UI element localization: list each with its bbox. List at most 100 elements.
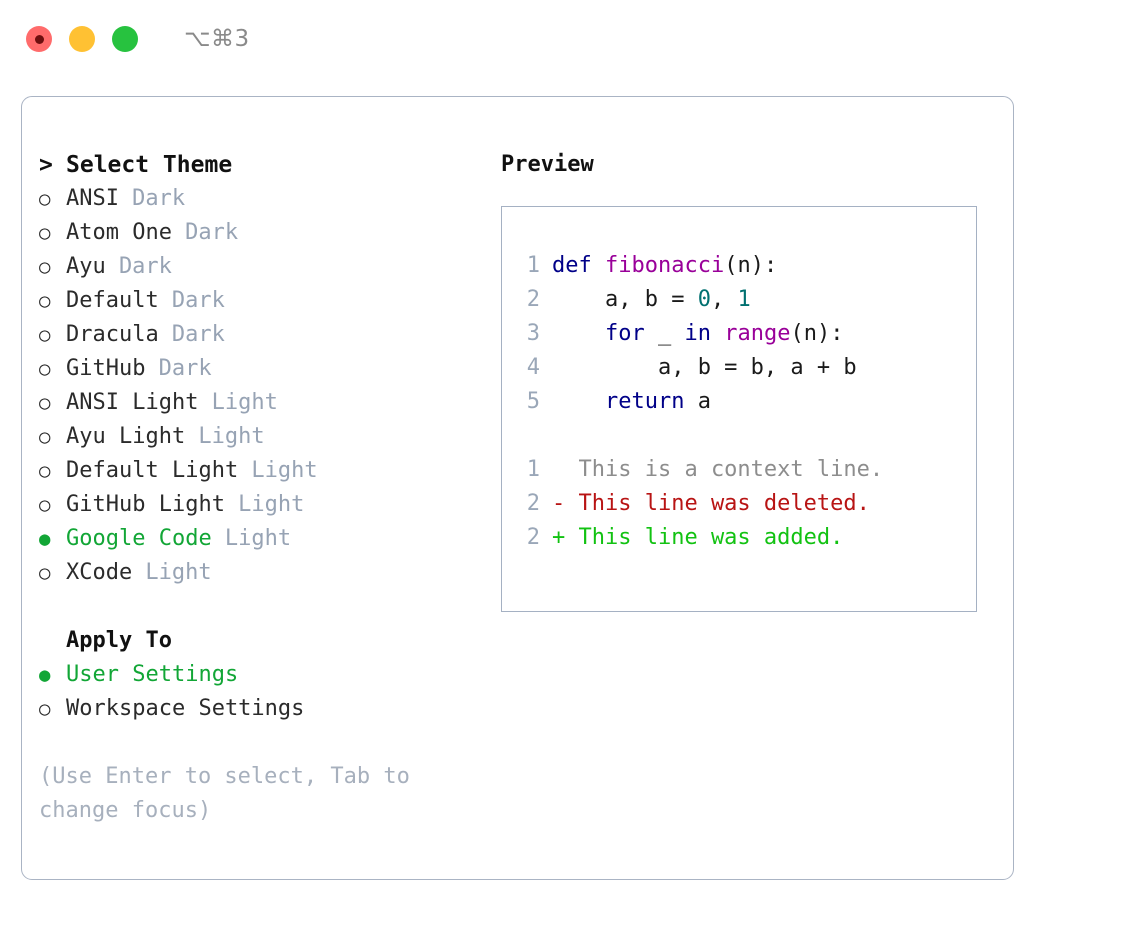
theme-option-label: Atom One xyxy=(66,220,172,245)
close-button-icon[interactable] xyxy=(26,26,52,52)
code-token xyxy=(552,385,605,419)
line-number: 4 xyxy=(526,355,540,380)
line-number: 2 xyxy=(526,525,540,550)
theme-option-google-code[interactable]: ● Google Code Light xyxy=(39,522,499,556)
code-token: return xyxy=(604,389,685,414)
radio-unselected-icon: ○ xyxy=(39,698,51,720)
code-token: , xyxy=(710,287,738,312)
code-token: + This line was added. xyxy=(552,525,844,550)
maximize-button-icon[interactable] xyxy=(112,26,138,52)
radio-unselected-icon: ○ xyxy=(39,494,51,516)
code-token: a xyxy=(684,389,711,414)
code-token: This is a context line. xyxy=(552,457,884,482)
theme-option-ayu[interactable]: ○ Ayu Dark xyxy=(39,250,499,284)
code-token: - This line was deleted. xyxy=(552,491,870,516)
prompt-caret-icon: > xyxy=(39,152,53,178)
radio-unselected-icon: ○ xyxy=(39,460,51,482)
theme-option-ayu-light[interactable]: ○ Ayu Light Light xyxy=(39,420,499,454)
select-theme-heading-label: Select Theme xyxy=(66,152,233,178)
code-token: range xyxy=(724,321,791,346)
code-token: for xyxy=(604,321,645,346)
theme-variant-tag: Light xyxy=(238,492,305,517)
theme-option-label: GitHub xyxy=(66,356,146,381)
diff-line: 1 This is a context line. xyxy=(502,453,976,487)
theme-option-label: ANSI xyxy=(66,186,119,211)
radio-selected-icon: ● xyxy=(39,528,51,550)
apply-to-option-workspace-settings[interactable]: ○ Workspace Settings xyxy=(39,692,499,726)
line-number: 3 xyxy=(526,321,540,346)
apply-to-option-user-settings[interactable]: ● User Settings xyxy=(39,658,499,692)
window-titlebar: ⌥⌘3 xyxy=(0,0,1140,78)
theme-variant-tag: Dark xyxy=(132,186,186,211)
line-number: 2 xyxy=(526,491,540,516)
code-token: (n): xyxy=(790,321,844,346)
radio-selected-icon: ● xyxy=(39,664,51,686)
theme-variant-tag: Light xyxy=(224,526,292,551)
code-line: 3 for _ in range(n): xyxy=(502,317,976,351)
radio-unselected-icon: ○ xyxy=(39,392,51,414)
theme-option-label: Ayu xyxy=(66,254,106,279)
theme-option-label: ANSI Light xyxy=(66,390,199,415)
keyboard-shortcut-label: ⌥⌘3 xyxy=(184,26,250,52)
theme-option-dracula[interactable]: ○ Dracula Dark xyxy=(39,318,499,352)
theme-option-atom-one[interactable]: ○ Atom One Dark xyxy=(39,216,499,250)
apply-to-list: ● User Settings ○ Workspace Settings xyxy=(39,658,499,726)
diff-line: 2 - This line was deleted. xyxy=(502,487,976,521)
keyboard-hint-text: (Use Enter to select, Tab to change focu… xyxy=(39,764,424,823)
diff-line: 2 + This line was added. xyxy=(502,521,976,555)
diff-sample-block: 1 This is a context line. 2 - This line wa… xyxy=(502,453,976,555)
theme-variant-tag: Dark xyxy=(158,356,212,381)
minimize-button-icon[interactable] xyxy=(69,26,95,52)
code-token: a, b = b, a + b xyxy=(552,355,857,380)
theme-option-label: Dracula xyxy=(66,322,159,347)
theme-option-label: Default Light xyxy=(66,458,239,483)
theme-option-label: Google Code xyxy=(66,526,212,551)
theme-option-label: GitHub Light xyxy=(66,492,225,517)
apply-to-option-label: User Settings xyxy=(66,662,239,687)
radio-unselected-icon: ○ xyxy=(39,358,51,380)
code-blank-line xyxy=(502,419,976,453)
code-token xyxy=(552,317,605,351)
radio-unselected-icon: ○ xyxy=(39,222,51,244)
code-line: 2 a, b = 0, 1 xyxy=(502,283,976,317)
radio-unselected-icon: ○ xyxy=(39,256,51,278)
theme-variant-tag: Dark xyxy=(185,220,239,245)
line-number: 1 xyxy=(526,253,540,278)
theme-option-github[interactable]: ○ GitHub Dark xyxy=(39,352,499,386)
theme-option-github-light[interactable]: ○ GitHub Light Light xyxy=(39,488,499,522)
theme-option-ansi[interactable]: ○ ANSI Dark xyxy=(39,182,499,216)
code-token: fibonacci xyxy=(604,253,725,278)
traffic-lights xyxy=(26,26,138,52)
theme-variant-tag: Dark xyxy=(171,322,225,347)
line-number: 1 xyxy=(526,457,540,482)
code-line: 4 a, b = b, a + b xyxy=(502,351,976,385)
radio-unselected-icon: ○ xyxy=(39,426,51,448)
line-number: 5 xyxy=(526,389,540,414)
code-token: (n): xyxy=(724,253,778,278)
code-token: 1 xyxy=(737,287,751,312)
radio-unselected-icon: ○ xyxy=(39,188,51,210)
code-token: _ xyxy=(644,321,685,346)
theme-variant-tag: Dark xyxy=(171,288,225,313)
radio-unselected-icon: ○ xyxy=(39,324,51,346)
theme-option-ansi-light[interactable]: ○ ANSI Light Light xyxy=(39,386,499,420)
code-token xyxy=(711,317,724,351)
theme-variant-tag: Dark xyxy=(118,254,172,279)
theme-variant-tag: Light xyxy=(198,424,265,449)
theme-variant-tag: Light xyxy=(211,390,278,415)
theme-option-label: Default xyxy=(66,288,159,313)
apply-to-option-label: Workspace Settings xyxy=(66,696,305,721)
select-theme-heading: > Select Theme xyxy=(39,148,499,182)
theme-option-label: XCode xyxy=(66,560,133,585)
theme-option-label: Ayu Light xyxy=(66,424,186,449)
